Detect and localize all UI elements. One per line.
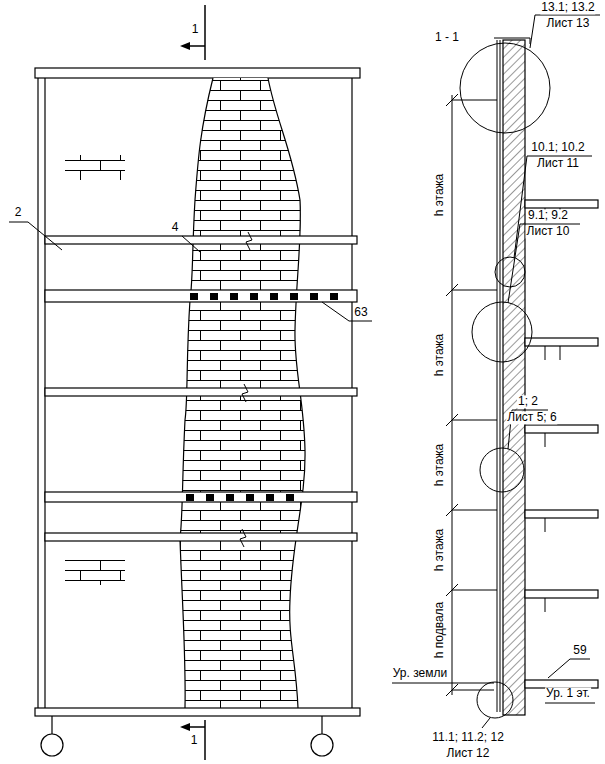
section-mark: 1 <box>191 23 200 36</box>
level-mark: Ур. 1 эт. <box>545 687 591 700</box>
dimension-label: h этажа <box>433 173 446 218</box>
detail-reference: 9.1; 9.2 <box>527 209 569 222</box>
detail-reference: 1; 2 <box>517 395 539 408</box>
sheet-reference: Лист 13 <box>546 17 591 30</box>
detail-reference: 10.1; 10.2 <box>530 141 585 154</box>
dimension-label: h подвала <box>433 601 446 660</box>
callout-number: 2 <box>14 206 23 219</box>
sheet-reference: Лист 10 <box>526 225 571 238</box>
sheet-reference: Лист 11 <box>536 157 580 170</box>
callout-number: 63 <box>353 306 368 319</box>
level-mark: Ур. земли <box>392 667 448 680</box>
detail-reference: 13.1; 13.2 <box>540 1 595 14</box>
callout-number: 4 <box>171 221 180 234</box>
dimension-label: h этажа <box>433 443 446 488</box>
sheet-reference: Лист 5; 6 <box>506 411 557 424</box>
dimension-label: h этажа <box>433 528 446 573</box>
section-mark: 1 <box>190 734 199 747</box>
callout-number: 59 <box>572 644 587 657</box>
dimension-label: h этажа <box>433 333 446 378</box>
detail-reference: 11.1; 11.2; 12 <box>431 731 505 744</box>
sheet-reference: Лист 12 <box>446 747 491 760</box>
section-title: 1 - 1 <box>434 31 460 44</box>
